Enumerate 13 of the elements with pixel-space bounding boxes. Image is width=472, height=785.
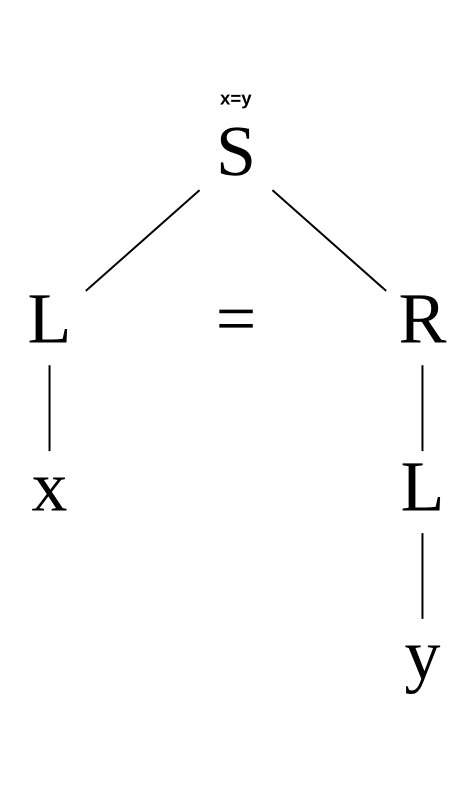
- connector: [421, 532, 424, 618]
- diagram-title: x=y: [220, 86, 252, 108]
- node-text: S: [216, 110, 256, 190]
- label: =: [216, 278, 256, 358]
- connector: [421, 364, 424, 451]
- connector: [272, 188, 387, 292]
- node-text: L: [400, 446, 444, 526]
- connector: [85, 188, 200, 292]
- node-text: R: [398, 278, 446, 358]
- node-text: L: [28, 278, 72, 358]
- node-text: y: [404, 614, 440, 694]
- connector: [48, 364, 51, 451]
- node-text: x: [32, 446, 68, 526]
